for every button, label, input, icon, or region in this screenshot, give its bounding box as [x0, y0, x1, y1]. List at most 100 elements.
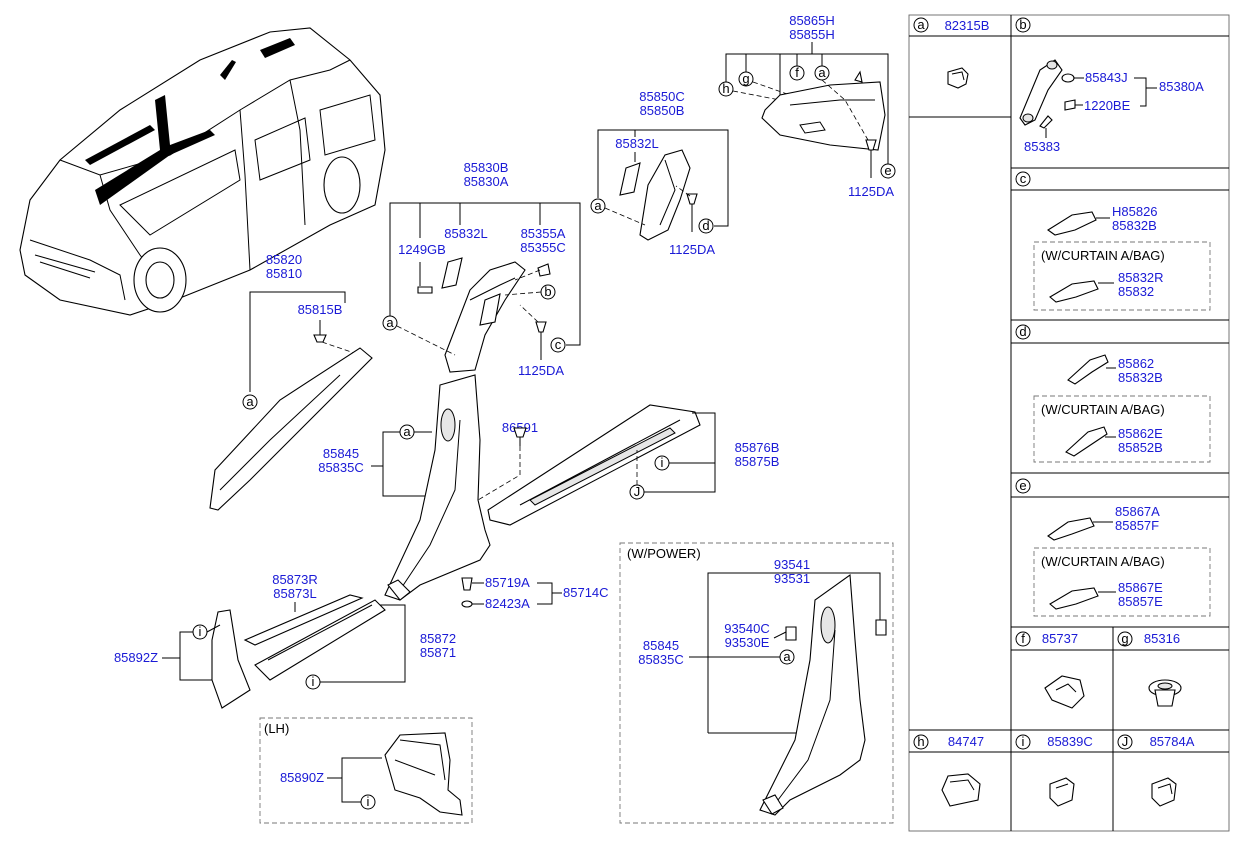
- label-85820: 85820: [266, 252, 302, 267]
- table-d-85832B: 85832B: [1118, 370, 1163, 385]
- table-b-85843J: 85843J: [1085, 70, 1128, 85]
- grab-handle: [1019, 59, 1076, 129]
- table-b-1220BE: 1220BE: [1084, 98, 1131, 113]
- svg-text:a: a: [386, 315, 394, 330]
- clip-85316: [1148, 679, 1182, 707]
- callout-i: [654, 455, 670, 471]
- label-85815B: 85815B: [298, 302, 343, 317]
- table-c-85832R: 85832R: [1118, 270, 1164, 285]
- svg-text:a: a: [246, 394, 254, 409]
- table-callout-a: [913, 17, 929, 33]
- label-85871: 85871: [420, 645, 456, 660]
- svg-text:h: h: [722, 81, 729, 96]
- table-e-variant-box: [1033, 547, 1211, 617]
- callout-a-6: [779, 649, 795, 665]
- label-85845-pw: 85845: [643, 638, 679, 653]
- label-85865H: 85865H: [789, 13, 835, 28]
- table-b-85380A: 85380A: [1159, 79, 1204, 94]
- svg-text:b: b: [1019, 17, 1026, 32]
- svg-text:i: i: [1022, 734, 1025, 749]
- table-callout-f: [1015, 631, 1031, 647]
- label-85873R: 85873R: [272, 572, 318, 587]
- lh-group: (LH) 85890Z i: [259, 717, 473, 824]
- svg-text:e: e: [884, 163, 891, 178]
- label-1125DA-a: 1125DA: [669, 242, 715, 257]
- label-85719A: 85719A: [485, 575, 530, 590]
- label-85355A: 85355A: [521, 226, 566, 241]
- power-group: (W/POWER) 93541 93531 93540C 93530E 8584…: [619, 542, 894, 824]
- callout-e: [880, 163, 896, 179]
- fastener-group: 85719A 82423A 85714C: [461, 575, 609, 611]
- label-85890Z: 85890Z: [280, 770, 324, 785]
- svg-text:c: c: [555, 337, 562, 352]
- a-pillar-group: 85820 85810 85815B a: [209, 252, 373, 511]
- table-callout-e: [1015, 478, 1031, 494]
- label-85830A: 85830A: [464, 174, 509, 189]
- clip-82315B: [947, 67, 969, 89]
- label-85835C-pw: 85835C: [638, 652, 684, 667]
- label-93541: 93541: [774, 557, 810, 572]
- table-c-variant-box: [1033, 241, 1211, 311]
- reference-table: a 82315B b 85843J 1220BE 85383 85380A c: [908, 14, 1230, 832]
- label-85872: 85872: [420, 631, 456, 646]
- label-85892Z: 85892Z: [114, 650, 158, 665]
- label-85850C: 85850C: [639, 89, 685, 104]
- svg-text:g: g: [742, 71, 749, 86]
- lh-box: [259, 717, 473, 824]
- callout-c: [550, 337, 566, 353]
- table-d-variant: (W/CURTAIN A/BAG): [1041, 402, 1165, 417]
- table-c-variant: (W/CURTAIN A/BAG): [1041, 248, 1165, 263]
- d-pillar-group: 85865H 85855H h g f a e 1125DA: [718, 13, 896, 199]
- b-pillar-lower-group: 86591 85845 85835C a: [318, 374, 538, 601]
- table-c-85832B: 85832B: [1112, 218, 1157, 233]
- table-j-part: 85784A: [1150, 734, 1195, 749]
- table-frame: [908, 14, 1230, 832]
- power-box: [619, 542, 894, 824]
- table-callout-b: [1015, 17, 1031, 33]
- table-callout-h: [913, 734, 929, 750]
- b-pillar-upper-group: 85830B 85830A 1249GB 85832L 85355A 85355…: [382, 160, 581, 378]
- label-85830B: 85830B: [464, 160, 509, 175]
- table-callout-d: [1015, 324, 1031, 340]
- label-85832L-a: 85832L: [615, 136, 658, 151]
- label-85845: 85845: [323, 446, 359, 461]
- table-e-variant: (W/CURTAIN A/BAG): [1041, 554, 1165, 569]
- label-1125DA-c: 1125DA: [518, 363, 564, 378]
- table-c-85832: 85832: [1118, 284, 1154, 299]
- vehicle-illustration: [19, 27, 386, 316]
- clip-85839C: [1049, 777, 1075, 807]
- label-93531: 93531: [774, 571, 810, 586]
- c-pillar-group: 85850C 85850B 85832L a d 1125DA: [590, 89, 729, 257]
- table-d-variant-box: [1033, 395, 1211, 463]
- table-i-part: 85839C: [1047, 734, 1093, 749]
- table-d-85852B: 85852B: [1118, 440, 1163, 455]
- callout-a-3: [590, 198, 606, 214]
- label-85355C: 85355C: [520, 240, 566, 255]
- svg-text:d: d: [702, 218, 709, 233]
- svg-text:a: a: [403, 424, 411, 439]
- lh-label: (LH): [264, 721, 289, 736]
- table-d-85862: 85862: [1118, 356, 1154, 371]
- label-85855H: 85855H: [789, 27, 835, 42]
- label-85810: 85810: [266, 266, 302, 281]
- clip-84747: [941, 773, 981, 807]
- svg-text:a: a: [917, 17, 925, 32]
- label-1125DA-b: 1125DA: [848, 184, 894, 199]
- callout-a: [242, 394, 258, 410]
- callout-a-2: [382, 315, 398, 331]
- svg-text:J: J: [634, 484, 641, 499]
- svg-text:i: i: [199, 624, 202, 639]
- clip-85737: [1044, 675, 1085, 709]
- table-b-85383: 85383: [1024, 139, 1060, 154]
- label-85835C: 85835C: [318, 460, 364, 475]
- table-callout-i: [1015, 734, 1031, 750]
- label-93540C: 93540C: [724, 621, 770, 636]
- svg-text:i: i: [661, 455, 664, 470]
- callout-h: [718, 81, 734, 97]
- label-1249GB: 1249GB: [398, 242, 446, 257]
- table-c-H85826: H85826: [1112, 204, 1158, 219]
- svg-text:a: a: [594, 198, 602, 213]
- svg-text:g: g: [1121, 631, 1128, 646]
- table-e-85867E: 85867E: [1118, 580, 1163, 595]
